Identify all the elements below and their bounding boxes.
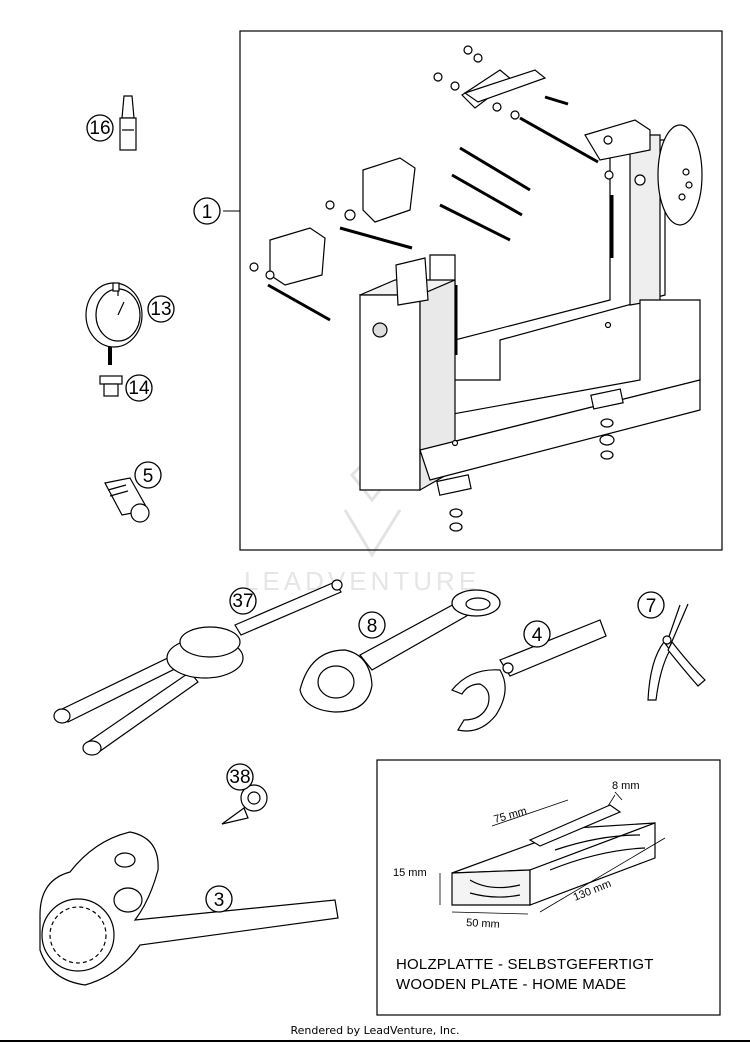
footer-credit: Rendered by LeadVenture, Inc. bbox=[290, 1024, 460, 1037]
callout-37: 37 bbox=[229, 587, 257, 615]
callout-8-label: 8 bbox=[367, 616, 378, 637]
callout-7-label: 7 bbox=[646, 596, 657, 617]
plate-note-english: WOODEN PLATE - HOME MADE bbox=[396, 976, 627, 993]
part-8-spanner bbox=[299, 589, 501, 713]
part-16-sealant-bottle bbox=[119, 95, 137, 151]
callout-13: 13 bbox=[147, 295, 175, 323]
callout-14: 14 bbox=[125, 374, 153, 402]
part-38-lock-washer bbox=[221, 784, 268, 825]
plate-note-german: HOLZPLATTE - SELBSTGEFERTIGT bbox=[396, 956, 654, 973]
callout-1: 1 bbox=[193, 197, 221, 225]
part-1-frame-box bbox=[239, 30, 723, 551]
footer-divider bbox=[0, 1040, 750, 1042]
callout-3: 3 bbox=[205, 885, 233, 913]
part-3-clutch-holder bbox=[39, 831, 339, 986]
callout-4: 4 bbox=[523, 620, 551, 648]
part-4-hook-wrench bbox=[451, 619, 607, 732]
callout-14-label: 14 bbox=[128, 378, 150, 399]
part-7-circlip-pliers bbox=[647, 603, 706, 701]
wooden-plate-drawing bbox=[439, 791, 666, 915]
callout-37-label: 37 bbox=[232, 591, 253, 612]
dim-15mm: 15 mm bbox=[393, 867, 427, 879]
callout-38: 38 bbox=[226, 763, 254, 791]
dim-75mm: 75 mm bbox=[493, 805, 529, 826]
part-37-holding-tool bbox=[53, 579, 343, 756]
engine-stand-drawing bbox=[249, 45, 703, 532]
callout-5: 5 bbox=[134, 461, 162, 489]
part-14-adapter bbox=[99, 375, 123, 397]
part-13-dial-gauge bbox=[85, 282, 143, 365]
callout-4-label: 4 bbox=[532, 625, 543, 646]
callout-7: 7 bbox=[637, 591, 665, 619]
callout-38-label: 38 bbox=[229, 767, 250, 788]
part-5-puller-bolt bbox=[104, 477, 150, 523]
leadventure-watermark: LEADVENTURE bbox=[244, 452, 480, 596]
dim-50mm: 50 mm bbox=[466, 917, 500, 931]
callout-5-label: 5 bbox=[143, 466, 154, 487]
callout-16: 16 bbox=[86, 114, 114, 142]
dim-8mm: 8 mm bbox=[612, 780, 640, 792]
callout-8: 8 bbox=[358, 611, 386, 639]
wooden-plate-box bbox=[376, 759, 721, 1016]
callout-13-label: 13 bbox=[150, 299, 171, 320]
callout-16-label: 16 bbox=[89, 118, 110, 139]
callout-3-label: 3 bbox=[214, 890, 225, 911]
watermark-text: LEADVENTURE bbox=[244, 566, 480, 596]
callout-1-label: 1 bbox=[202, 202, 213, 223]
